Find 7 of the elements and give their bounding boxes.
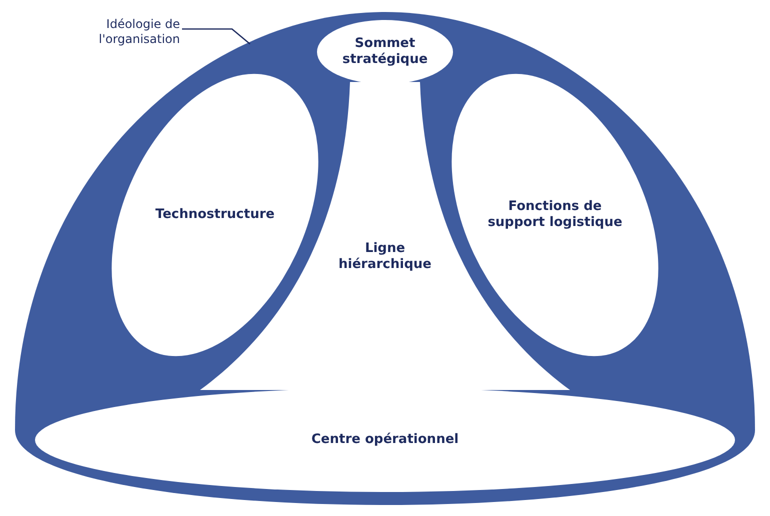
region-label: Ligne hiérarchique bbox=[338, 240, 432, 274]
region-label: Sommet stratégique bbox=[341, 36, 429, 68]
region-label: Technostructure bbox=[154, 206, 276, 224]
region-label: Fonctions de support logistique bbox=[486, 198, 624, 232]
leader-line bbox=[182, 28, 250, 44]
region-label: Centre opérationnel bbox=[310, 432, 460, 448]
annotation-text: Idéologie de l'organisation bbox=[98, 17, 180, 47]
